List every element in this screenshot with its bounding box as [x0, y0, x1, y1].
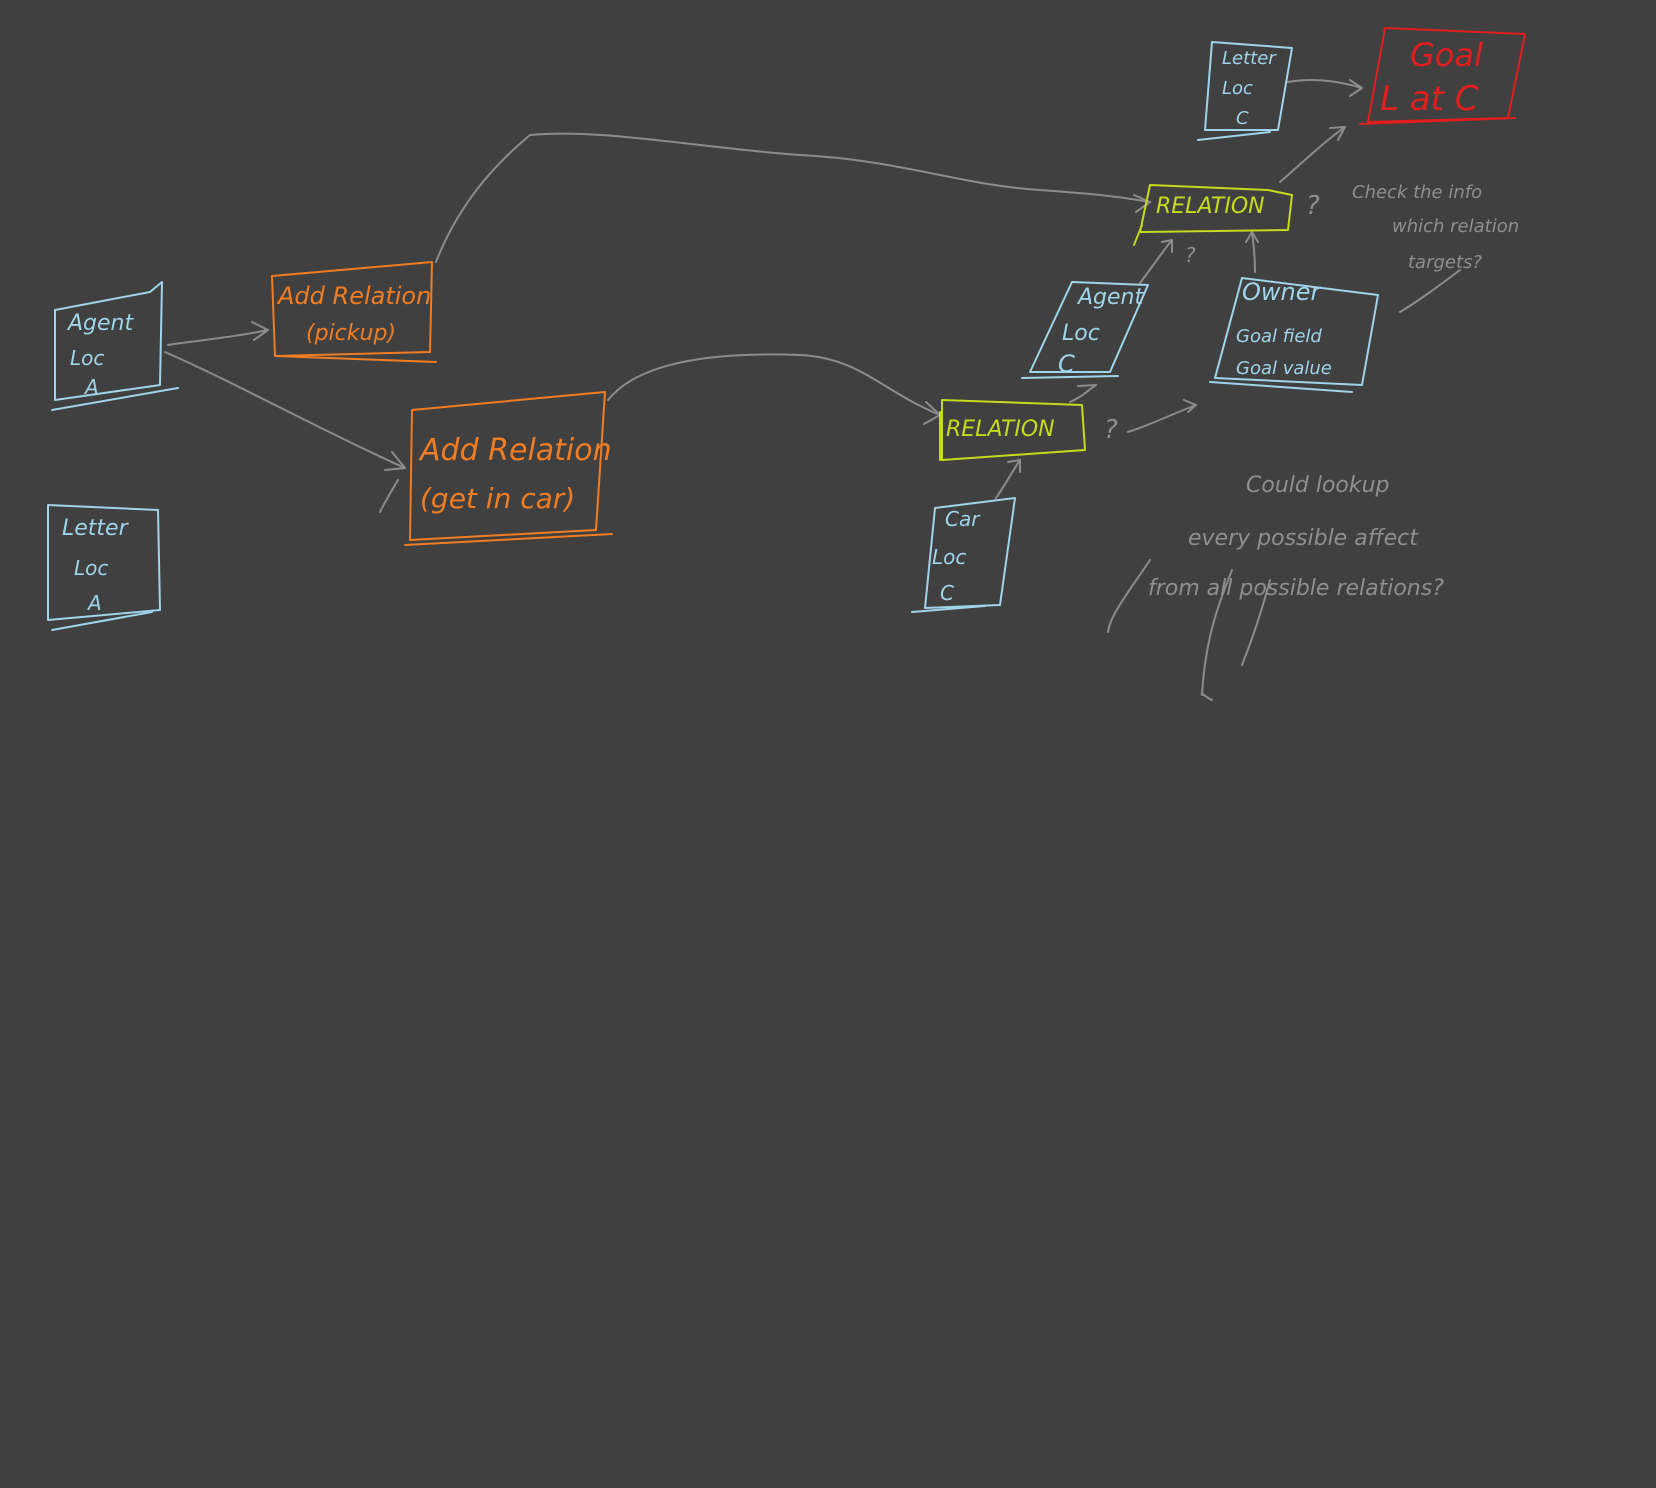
node-value: Goal value [1236, 358, 1332, 379]
node-value: C [1058, 350, 1075, 378]
note-line: which relation [1392, 216, 1519, 237]
node-field: Goal field [1236, 326, 1322, 347]
node-letter-loc-a[interactable]: Letter Loc A [47, 504, 161, 631]
note-line: Could lookup [1246, 473, 1390, 498]
node-value: L at C [1380, 79, 1479, 119]
connector-pickup-to-relation-top [435, 132, 1151, 263]
node-value: A [86, 591, 102, 615]
node-relation-mid[interactable]: RELATION ? [939, 399, 1118, 461]
node-field: Loc [70, 346, 104, 370]
note-line: Check the info [1352, 182, 1482, 203]
note-flourish [1107, 559, 1151, 633]
connector-letter-c-to-goal [1287, 79, 1363, 97]
question-mark: ? [1306, 191, 1320, 221]
note-which-relation-targets: Check the info which relation targets? [1352, 182, 1519, 273]
node-agent-loc-c[interactable]: Agent Loc C [1021, 281, 1149, 379]
node-field: Loc [1062, 321, 1100, 346]
node-relation-top[interactable]: RELATION ? [1133, 184, 1320, 246]
node-value: C [1236, 108, 1249, 129]
node-field: Loc [74, 556, 108, 580]
node-sublabel: (pickup) [306, 321, 396, 346]
question-mark: ? [1104, 415, 1118, 445]
small-question-mark: ? [1185, 243, 1196, 267]
node-letter-loc-c[interactable]: Letter Loc C [1197, 41, 1293, 141]
node-car-loc-c[interactable]: Car Loc C [911, 497, 1016, 613]
node-field: Loc [1222, 78, 1253, 99]
connector-agent-to-get-in-car [164, 351, 406, 513]
node-goal-l-at-c[interactable]: Goal L at C [1359, 27, 1526, 125]
node-title: Car [945, 507, 981, 531]
node-label: RELATION [1156, 194, 1265, 219]
note-lookup-affect: Could lookup every possible affect from … [1107, 473, 1444, 701]
node-value: C [940, 581, 954, 605]
node-field: Loc [932, 545, 966, 569]
note-line: every possible affect [1188, 526, 1419, 551]
node-agent-loc-a[interactable]: Agent Loc A [51, 281, 179, 411]
node-title: Owner [1242, 278, 1322, 306]
connector-relation-mid-to-agent-c [1069, 384, 1097, 403]
node-title: Agent [66, 311, 134, 336]
connector-owner-to-relation-top [1245, 231, 1259, 273]
node-label: Add Relation [418, 433, 612, 468]
connector-get-in-car-to-relation-mid [607, 353, 941, 425]
node-label: Add Relation [276, 282, 431, 310]
connector-agent-c-to-relation-top [1139, 239, 1173, 284]
node-owner[interactable]: Owner Goal field Goal value [1209, 277, 1379, 393]
node-label: RELATION [946, 417, 1055, 442]
node-add-relation-pickup[interactable]: Add Relation (pickup) [271, 261, 437, 363]
node-title: Agent [1076, 285, 1144, 310]
connector-car-to-relation-mid [995, 459, 1021, 499]
node-sublabel: (get in car) [420, 482, 575, 515]
note-line: targets? [1408, 252, 1482, 273]
node-title: Goal [1410, 36, 1483, 74]
node-value: A [83, 375, 99, 399]
note-line: from all possible relations? [1148, 576, 1444, 601]
connector-agent-to-pickup [167, 321, 269, 346]
connector-relation-mid-to-owner [1127, 399, 1197, 433]
connector-relation-top-to-goal [1279, 126, 1346, 183]
node-title: Letter [1222, 48, 1277, 69]
note-flourish [1200, 569, 1233, 701]
node-add-relation-get-in-car[interactable]: Add Relation (get in car) [404, 391, 613, 546]
note-flourish [1241, 579, 1271, 666]
node-title: Letter [62, 516, 130, 541]
connector-note1-to-owner [1399, 269, 1461, 313]
